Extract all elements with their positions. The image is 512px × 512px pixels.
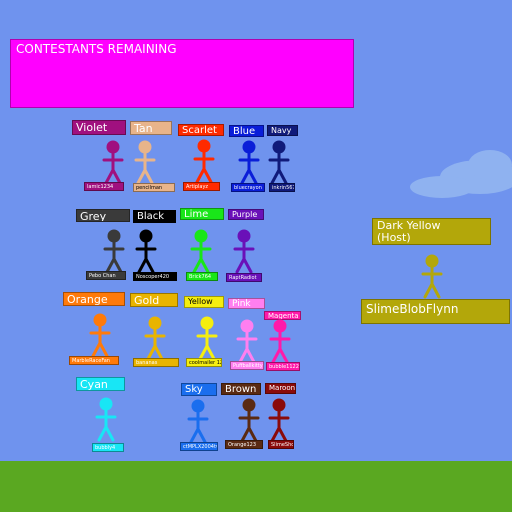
contestant-tag-orange: Orange (63, 292, 125, 306)
contestant-username-sky: ctMPLX2004tv (180, 442, 218, 451)
cloud (468, 150, 512, 180)
contestant-tag-gold: Gold (130, 293, 178, 307)
stickman-black (135, 229, 157, 274)
stickman-brown (238, 398, 260, 443)
contestant-username-orange: MarbleRaceFan (69, 356, 119, 365)
contestant-username-purple: RaptRadiot (226, 273, 262, 282)
contestant-tag-scarlet: Scarlet (178, 124, 224, 136)
stickman-violet (102, 140, 124, 185)
contestant-username-brown: Orange123 (225, 440, 263, 449)
banner-title: CONTESTANTS REMAINING (16, 42, 177, 56)
cloud (410, 176, 474, 198)
contestant-tag-pink: Pink (228, 298, 265, 309)
contestant-username-magenta: bubble1122 (266, 362, 300, 371)
contestant-username-maroon: SlimeShort (268, 440, 294, 449)
contestants-remaining-banner: CONTESTANTS REMAINING (10, 39, 354, 108)
contestant-username-gold: bananas (133, 358, 179, 367)
stickman-sky (187, 399, 209, 444)
contestant-tag-yellow: Yellow (184, 296, 224, 308)
contestant-tag-blue: Blue (229, 125, 264, 137)
stickman-maroon (268, 398, 290, 443)
stickman-gold (144, 316, 166, 361)
contestant-username-scarlet: Artiplayz (183, 182, 220, 191)
stickman-host (421, 254, 443, 299)
contestant-username-cyan: bubbly4 (92, 443, 124, 452)
stickman-orange (89, 313, 111, 358)
contestant-username-pink: Puffballkitty42 (230, 361, 264, 370)
host-username-tag: SlimeBlobFlynn (361, 299, 510, 324)
stickman-navy (268, 140, 290, 185)
contestant-tag-magenta: Magenta (264, 311, 301, 320)
stickman-cyan (95, 397, 117, 442)
host-role: (Host) (377, 231, 411, 244)
stickman-magenta (269, 319, 291, 364)
contestant-username-blue: bluecrayon (231, 183, 265, 192)
ground (0, 461, 512, 512)
contestant-tag-black: Black (133, 210, 176, 223)
host-label: Dark Yellow (377, 219, 441, 232)
stickman-grey (103, 229, 125, 274)
contestant-tag-tan: Tan (130, 121, 172, 135)
host-name-tag: Dark Yellow (Host) (372, 218, 491, 245)
stickman-yellow (196, 316, 218, 361)
stickman-blue (238, 140, 260, 185)
contestant-tag-brown: Brown (221, 383, 261, 395)
contestant-tag-navy: Navy (267, 125, 298, 136)
contestant-tag-violet: Violet (72, 120, 126, 135)
contestant-tag-cyan: Cyan (76, 377, 125, 391)
contestant-username-violet: lamic1234 (84, 182, 124, 191)
stickman-pink (236, 319, 258, 364)
contestant-username-black: Noscoper420 (133, 272, 177, 281)
stickman-purple (233, 229, 255, 274)
contestant-tag-grey: Grey (76, 209, 130, 222)
contestant-username-yellow: coolmailer 12 (186, 358, 222, 367)
contestant-tag-lime: Lime (180, 208, 224, 220)
contestant-tag-purple: Purple (228, 209, 264, 220)
stickman-lime (190, 229, 212, 274)
contestant-username-grey: Pebo Chan (86, 271, 126, 280)
stickman-scarlet (193, 139, 215, 184)
contestant-username-navy: inkrin567 (269, 183, 295, 192)
contestant-tag-maroon: Maroon (265, 383, 296, 394)
stickman-tan (134, 140, 156, 185)
contestant-username-tan: pencilman (133, 183, 175, 192)
contestant-tag-sky: Sky (181, 383, 217, 396)
contestant-username-lime: Brick764 (186, 272, 218, 281)
